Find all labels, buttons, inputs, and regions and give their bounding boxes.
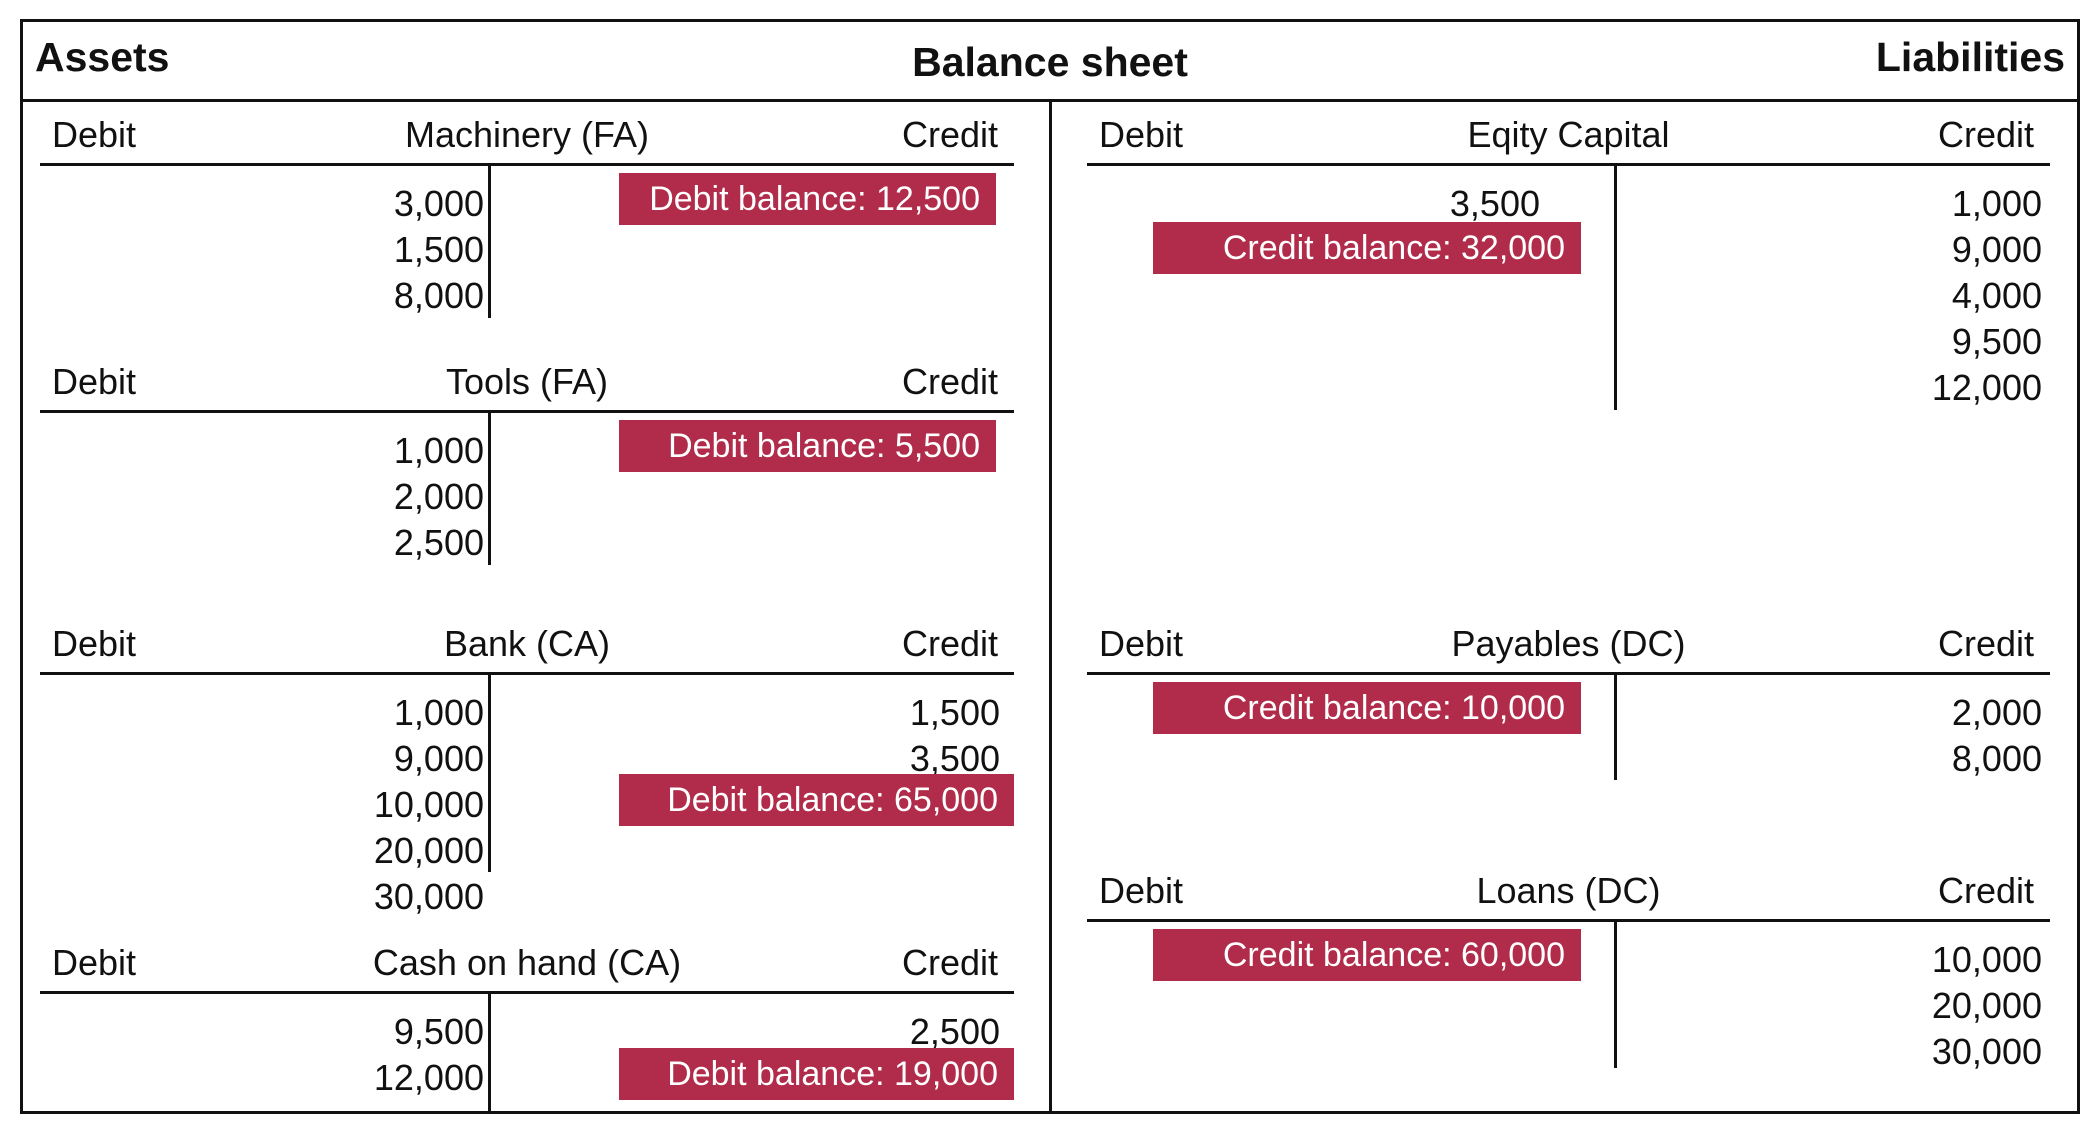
t-account-top-line [40,672,1014,675]
t-account-top-line [40,163,1014,166]
debit-entry: 9,500 [393,1011,484,1052]
credit-entry: 8,000 [1951,738,2042,779]
debit-label: Debit [1099,870,1184,911]
credit-entry: 2,500 [909,1011,1000,1052]
t-account-top-line [40,410,1014,413]
credit-label: Credit [1937,114,2034,155]
t-account-divider [1614,163,1617,410]
balance-badge: Credit balance: 60,000 [1153,929,1581,981]
account-title: Loans (DC) [1476,870,1661,911]
account-tools: Debit Tools (FA) Credit 1,000 2,000 2,50… [40,364,1014,584]
credit-entries: 2,000 8,000 [1952,690,2042,782]
credit-entry: 20,000 [1931,985,2042,1026]
credit-entry: 30,000 [1931,1031,2042,1072]
account-title: Tools (FA) [445,361,609,402]
debit-label: Debit [52,361,137,402]
credit-label: Credit [901,942,998,983]
debit-label: Debit [1099,623,1184,664]
debit-entry: 2,000 [393,476,484,517]
credit-label: Credit [1937,870,2034,911]
t-account-divider [1614,672,1617,780]
account-equity-capital: Debit Eqity Capital Credit 3,500 1,000 9… [1087,117,2050,427]
credit-entries: 2,500 [910,1009,1000,1055]
credit-entry: 12,000 [1931,367,2042,408]
t-account-top-line [40,991,1014,994]
credit-entry: 4,000 [1951,275,2042,316]
debit-entry: 10,000 [373,784,484,825]
credit-entry: 10,000 [1931,939,2042,980]
credit-entry: 2,000 [1951,692,2042,733]
account-title: Machinery (FA) [404,114,650,155]
credit-entry: 1,000 [1951,183,2042,224]
balance-badge: Debit balance: 19,000 [619,1048,1014,1100]
debit-entry: 3,000 [393,183,484,224]
debit-entry: 1,500 [393,229,484,270]
credit-label: Credit [901,623,998,664]
balance-badge: Credit balance: 10,000 [1153,682,1581,734]
debit-entries: 3,500 [1450,181,1540,227]
debit-entry: 20,000 [373,830,484,871]
credit-entries: 10,000 20,000 30,000 [1932,937,2042,1075]
t-account-top-line [1087,672,2050,675]
t-account-divider [488,410,491,565]
credit-label: Credit [901,361,998,402]
debit-entry: 1,000 [393,430,484,471]
account-loans: Debit Loans (DC) Credit 10,000 20,000 30… [1087,873,2050,1073]
assets-heading: Assets [35,34,170,80]
credit-entries: 1,500 3,500 [910,690,1000,782]
credit-entry: 1,500 [909,692,1000,733]
t-account-divider [488,991,491,1114]
page-title: Balance sheet [912,39,1188,85]
debit-entries: 9,500 12,000 [374,1009,484,1101]
liabilities-heading: Liabilities [1875,34,2065,80]
balance-badge: Debit balance: 5,500 [619,420,996,472]
t-account-divider [488,163,491,318]
debit-entry: 30,000 [373,876,484,917]
account-cash-on-hand: Debit Cash on hand (CA) Credit 9,500 12,… [40,945,1014,1114]
balance-badge: Credit balance: 32,000 [1153,222,1581,274]
debit-entry: 8,000 [393,275,484,316]
debit-label: Debit [1099,114,1184,155]
debit-label: Debit [52,114,137,155]
account-machinery: Debit Machinery (FA) Credit 3,000 1,500 … [40,117,1014,337]
account-title: Payables (DC) [1451,623,1686,664]
debit-label: Debit [52,942,137,983]
credit-entry: 9,500 [1951,321,2042,362]
debit-entry: 2,500 [393,522,484,563]
credit-label: Credit [1937,623,2034,664]
credit-entry: 3,500 [909,738,1000,779]
t-account-top-line [1087,163,2050,166]
balance-badge: Debit balance: 12,500 [619,173,996,225]
credit-label: Credit [901,114,998,155]
debit-entry: 9,000 [393,738,484,779]
center-divider [1049,100,1052,1114]
account-title: Bank (CA) [443,623,611,664]
debit-entry: 1,000 [393,692,484,733]
credit-entry: 9,000 [1951,229,2042,270]
debit-entries: 1,000 2,000 2,500 [394,428,484,566]
debit-entries: 1,000 9,000 10,000 20,000 30,000 [374,690,484,920]
credit-entries: 1,000 9,000 4,000 9,500 12,000 [1932,181,2042,411]
t-account-divider [1614,919,1617,1068]
account-bank: Debit Bank (CA) Credit 1,000 9,000 10,00… [40,623,1014,917]
account-title: Eqity Capital [1467,114,1670,155]
debit-entry: 3,500 [1449,183,1540,224]
t-account-divider [488,672,491,872]
t-account-top-line [1087,919,2050,922]
debit-label: Debit [52,623,137,664]
account-payables: Debit Payables (DC) Credit 2,000 8,000 C… [1087,626,2050,796]
debit-entries: 3,000 1,500 8,000 [394,181,484,319]
balance-badge: Debit balance: 65,000 [619,774,1014,826]
account-title: Cash on hand (CA) [372,942,682,983]
debit-entry: 12,000 [373,1057,484,1098]
